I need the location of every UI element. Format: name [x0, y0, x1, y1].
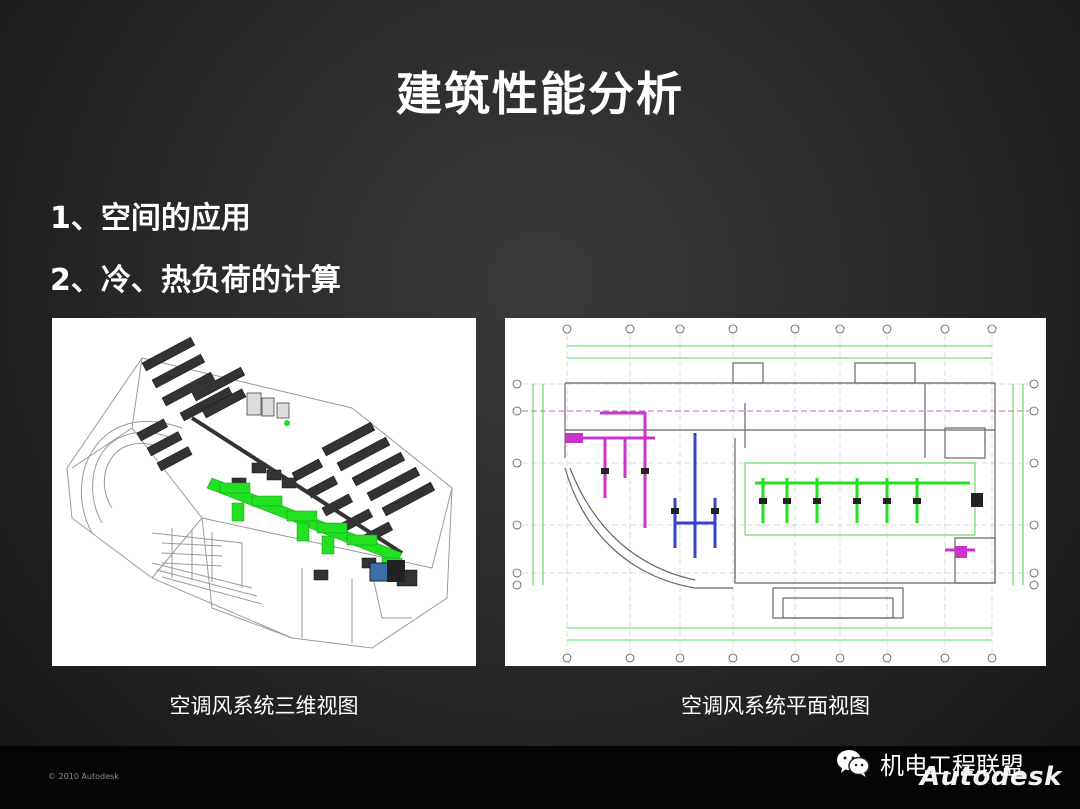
autodesk-logo: Autodesk: [920, 762, 1062, 792]
bullet-load-calculation: 2、冷、热负荷的计算: [50, 263, 341, 298]
slide-title: 建筑性能分析: [396, 67, 684, 121]
bullet-space-application: 1、空间的应用: [50, 201, 251, 236]
caption-3d-view: 空调风系统三维视图: [169, 694, 359, 718]
wechat-watermark: 机电工程联盟: [836, 746, 1024, 780]
wechat-icon: [837, 750, 870, 777]
hvac-plan-view-image: [505, 318, 1046, 666]
hvac-3d-view-image: [52, 318, 476, 666]
footer-bar: [0, 746, 1080, 809]
wechat-watermark-text: 机电工程联盟: [880, 751, 1024, 780]
caption-plan-view: 空调风系统平面视图: [681, 694, 870, 718]
copyright-text: © 2010 Autodesk: [48, 772, 119, 781]
